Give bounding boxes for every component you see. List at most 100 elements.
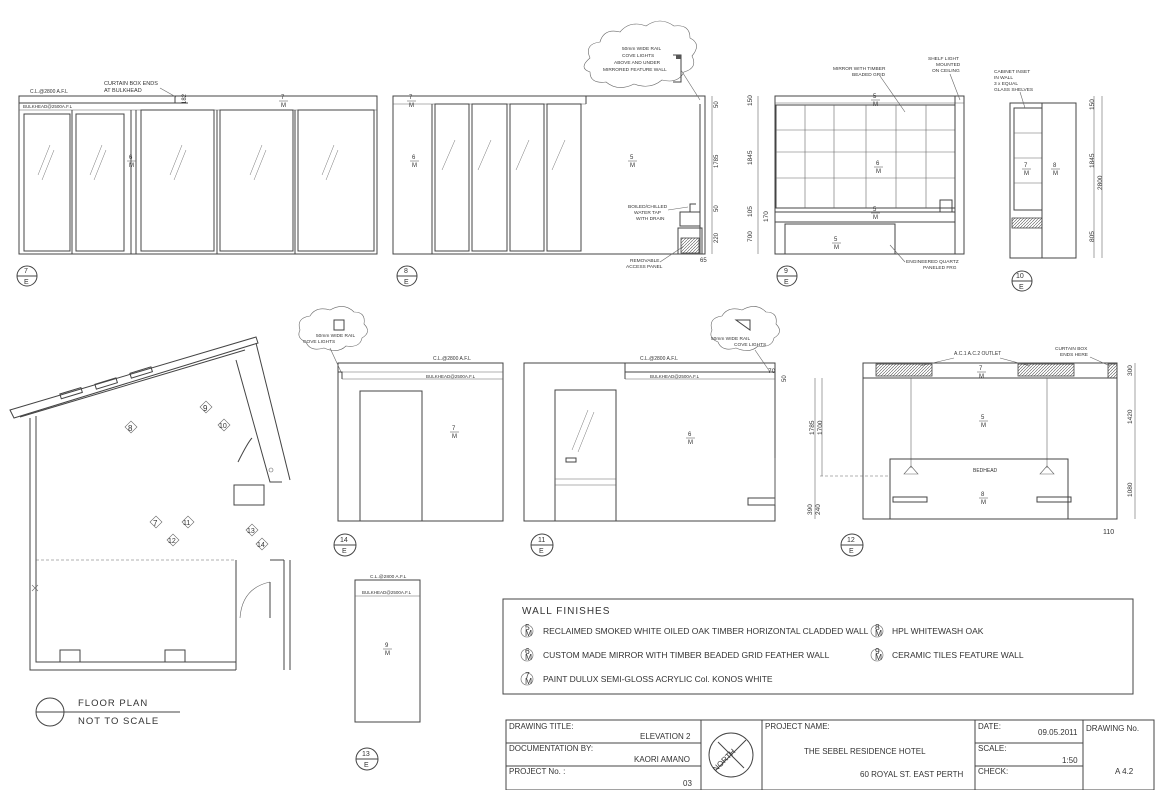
ceiling-label: C.L.@2800 A.F.L [433,356,471,362]
svg-text:E: E [404,279,409,286]
project-no-value: 03 [683,779,692,788]
dim-300: 300 [1127,365,1134,376]
svg-text:M: M [129,163,134,169]
svg-text:7: 7 [979,366,983,372]
dim-805: 805 [1089,231,1096,242]
mirror-note-line1: MIRROR WITH TIMBER [833,66,886,72]
cloud-note-line2: COVE LIGHTS [734,342,766,348]
dim-50: 50 [782,375,788,382]
cabinet-note-line4: GLASS SHELVES [994,87,1033,93]
legend-title: WALL FINISHES [522,606,610,617]
ceiling-label: C.L.@2800 A.F.L [640,356,678,362]
dim-240: 240 [815,504,822,515]
finish-tag: 6 M [686,432,695,446]
legend-item-8: 8 M HPL WHITEWASH OAK [870,622,984,638]
ceiling-label: C.L.@2800 A.F.L [30,89,68,95]
elevation-marker-11: 11 E [530,533,554,557]
cloud-callout [583,20,697,88]
dim-170: 170 [763,211,770,222]
svg-text:8: 8 [128,424,133,433]
floor-plan: 8 9 10 7 11 12 13 14 [9,336,291,727]
finish-tag: 9 M [383,643,392,657]
north-arrow-icon: NORTH [708,732,754,778]
finish-tag: 7 M [279,95,288,109]
finish-tag: 8 M [1051,163,1060,177]
floor-plan-subtitle: NOT TO SCALE [78,716,159,727]
bulkhead-label: BULKHEAD@2500A.F.L [23,104,73,109]
cloud-note-line1: 50mm WIDE RAIL [316,333,356,339]
drawing-no-label: DRAWING No. [1086,724,1139,733]
svg-text:5: 5 [873,94,877,100]
svg-text:M: M [875,652,882,662]
elevation-marker-13: 13 E [355,747,379,771]
finish-tag: 7 M [1022,163,1031,177]
dim-1785: 1785 [714,154,720,168]
svg-text:7: 7 [153,519,158,528]
svg-text:M: M [630,163,635,169]
svg-text:8: 8 [981,492,985,498]
svg-text:10: 10 [1016,273,1024,280]
plan-marker-9: 9 [199,400,213,414]
finish-tag: 7 M [450,426,459,440]
dim-1785: 1785 [809,420,816,435]
svg-text:13: 13 [362,751,370,758]
curtain-note-line2: AT BULKHEAD [104,88,142,94]
shelf-note-line3: ON CEILING [932,68,960,74]
dim-50-mid: 50 [714,205,720,212]
svg-text:7: 7 [281,95,285,101]
project-no-label: PROJECT No. : [509,767,565,776]
curtain-note-line1: CURTAIN BOX ENDS [104,81,158,87]
finish-tag: 5 M [979,415,988,429]
svg-text:E: E [1019,284,1024,291]
elevation-14: 50mm WIDE RAIL COVE LIGHTS C.L.@2800 A.F… [298,306,504,557]
documentation-label: DOCUMENTATION BY: [509,744,593,753]
svg-text:8: 8 [875,622,880,632]
bulkhead-label: BULKHEAD@2500A.F.L [650,374,700,379]
elevation-marker-10: 10 E [1011,270,1033,292]
svg-text:M: M [834,245,839,251]
svg-text:9: 9 [203,404,208,413]
panel-note-line2: ACCESS PANEL [626,264,663,270]
svg-text:M: M [525,676,532,686]
bedhead-label: BEDHEAD [973,468,998,474]
cabinet-note-line3: 3 x EQUAL [994,81,1018,87]
dim-150: 150 [1089,99,1096,110]
svg-text:M: M [1024,171,1029,177]
curtain-note-line1: CURTAIN BOX [1055,346,1088,352]
check-label: CHECK: [978,767,1008,776]
bulkhead-label: BULKHEAD@2500A.F.L [426,374,476,379]
dim-110: 110 [1103,529,1114,536]
drawing-no-value: A 4.2 [1115,767,1134,776]
svg-text:11: 11 [183,520,190,527]
svg-text:7: 7 [525,670,530,680]
documentation-value: KAORI AMANO [634,755,690,764]
svg-text:10: 10 [219,423,227,430]
svg-text:6: 6 [129,155,133,161]
svg-text:5: 5 [630,155,634,161]
elevation-marker-7: 7 E [16,265,38,287]
svg-text:RECLAIMED SMOKED WHITE OILED O: RECLAIMED SMOKED WHITE OILED OAK TIMBER … [543,626,869,636]
tap-note-line3: WITH DRAIN [636,216,665,222]
elevation-13: C.L.@2800 A.F.L BULKHEAD@2500A.F.L 9 M 1… [354,574,421,771]
elevation-11: 50mm WIDE RAIL COVE LIGHTS C.L.@2800 A.F… [523,306,788,557]
floor-plan-title: FLOOR PLAN [78,698,148,709]
svg-text:7: 7 [1024,163,1028,169]
svg-text:14: 14 [340,537,348,544]
svg-text:11: 11 [538,537,545,544]
elevation-8: 50mm WIDE RAIL COVE LIGHTS ABOVE AND UND… [392,20,720,287]
elevation-marker-12: 12 E [840,533,864,557]
legend-item-7: 7 M PAINT DULUX SEMI-GLOSS ACRYLIC Col. … [520,670,773,686]
dim-700: 700 [747,231,754,242]
dim-1420: 1420 [1127,409,1134,424]
svg-text:M: M [875,628,882,638]
svg-text:M: M [385,651,390,657]
svg-text:M: M [1053,171,1058,177]
svg-text:E: E [539,548,544,555]
tap-note-line2: WATER TAP [634,210,661,216]
dim-1845: 1845 [1089,153,1096,168]
plan-marker-12: 12 [166,533,180,547]
svg-text:6: 6 [876,161,880,167]
svg-text:NORTH: NORTH [711,747,738,774]
finish-tag: 7 M [407,95,416,109]
